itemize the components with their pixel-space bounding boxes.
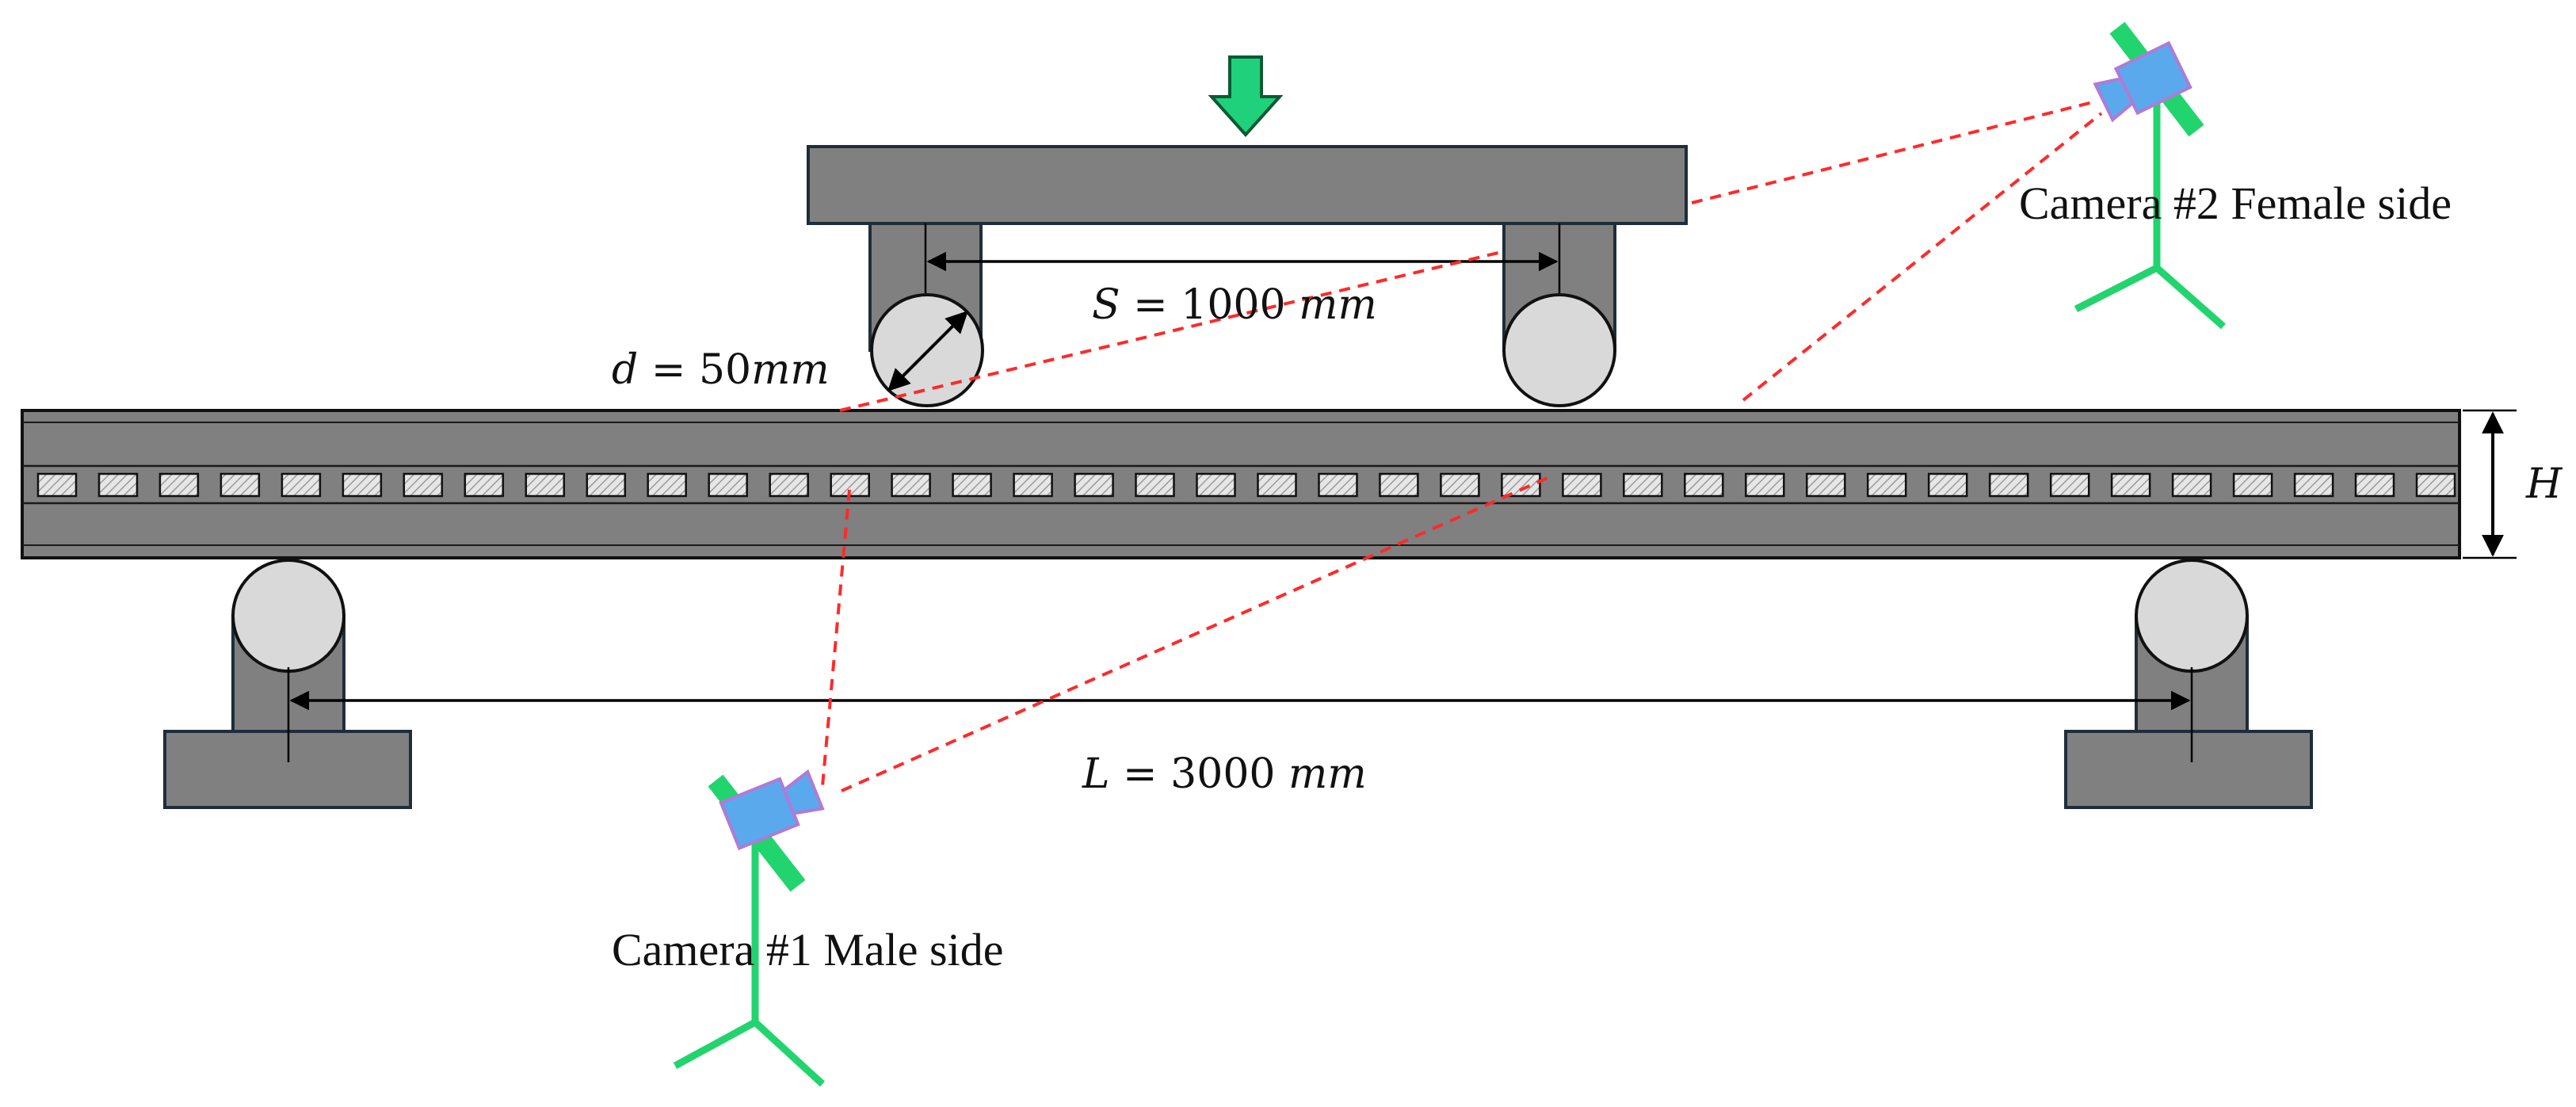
camera-2-icon	[2074, 21, 2226, 330]
beam-slot	[280, 472, 322, 498]
beam-slot	[2049, 472, 2090, 498]
camera-1-label: Camera #1 Male side	[612, 924, 1003, 975]
beam-slot	[36, 472, 78, 498]
camera-sight-lines	[821, 100, 2103, 792]
beam-slot	[1623, 472, 1663, 498]
beam-slot	[342, 472, 383, 498]
beam-slot	[158, 472, 200, 498]
beam-slot	[586, 472, 627, 498]
beam-slot	[525, 472, 566, 498]
beam-slot	[2110, 472, 2151, 498]
beam-slot	[647, 472, 687, 498]
loading-beam	[807, 145, 1688, 225]
beam-slot	[1684, 472, 1724, 498]
beam-slot	[1074, 472, 1114, 498]
specimen-beam	[21, 409, 2461, 559]
beam-slot	[1501, 472, 1541, 498]
right-support-roller	[2135, 559, 2249, 673]
beam-slot	[1318, 472, 1358, 498]
span-s-label: S = 1000 mm	[1092, 281, 1377, 329]
beam-slot	[1013, 472, 1053, 498]
height-label: H	[2525, 460, 2563, 508]
beam-slot	[891, 472, 931, 498]
diameter-label: d = 50mm	[612, 346, 830, 394]
right-support-base	[2064, 730, 2313, 809]
beam-slot	[952, 472, 992, 498]
camera-2-label: Camera #2 Female side	[2019, 178, 2452, 229]
beam-slot	[1196, 472, 1236, 498]
beam-slot	[403, 472, 444, 498]
beam-slot	[2354, 472, 2395, 498]
beam-slot	[2232, 472, 2273, 498]
beam-slot	[2293, 472, 2334, 498]
beam-slot	[97, 472, 139, 498]
beam-slot	[769, 472, 809, 498]
load-arrow-icon	[1208, 55, 1284, 137]
beam-slot	[219, 472, 261, 498]
upper-right-roller	[1502, 293, 1616, 407]
beam-slot	[1135, 472, 1175, 498]
beam-slot	[1745, 472, 1785, 498]
beam-slot	[1257, 472, 1297, 498]
beam-slot	[2171, 472, 2212, 498]
beam-slot	[464, 472, 505, 498]
beam-slot	[2415, 472, 2456, 498]
beam-slot	[1806, 472, 1846, 498]
beam-slots	[36, 472, 2456, 498]
beam-slot	[1379, 472, 1419, 498]
beam-slot	[708, 472, 748, 498]
beam-slot	[1562, 472, 1602, 498]
beam-slot	[1927, 472, 1968, 498]
span-l-label: L = 3000 mm	[1082, 750, 1367, 798]
beam-slot	[1988, 472, 2029, 498]
left-support-roller	[231, 559, 345, 673]
beam-slot	[1866, 472, 1907, 498]
beam-slot	[1440, 472, 1480, 498]
camera-1-icon	[673, 769, 826, 1087]
diameter-dimension-arrow	[887, 311, 968, 391]
